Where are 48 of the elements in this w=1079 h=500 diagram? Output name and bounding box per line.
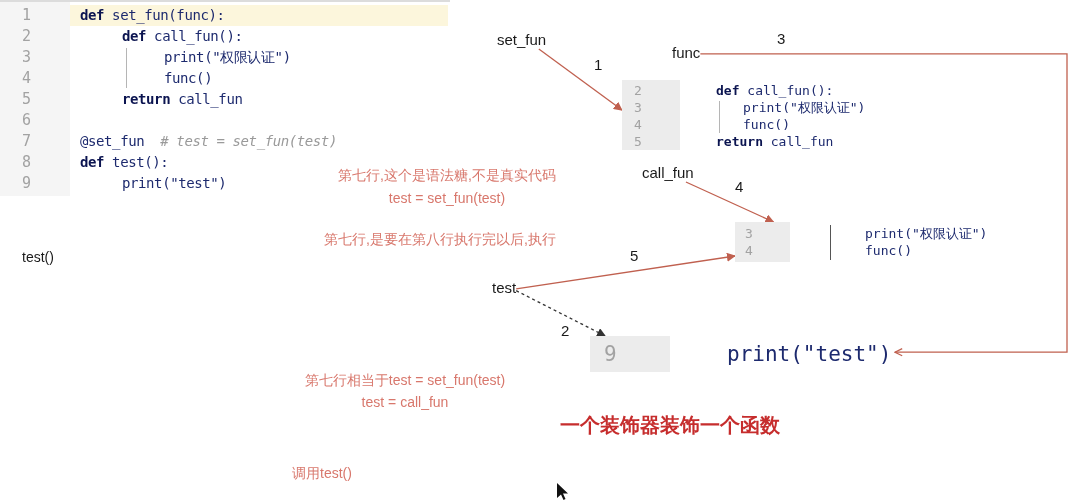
code-line: def call_fun(): — [122, 28, 243, 44]
line-number: 6 — [22, 111, 32, 129]
annotation-text: 第七行,是要在第八行执行完以后,执行 — [324, 230, 556, 249]
code-line: func() — [743, 117, 790, 132]
line-number: 3 — [745, 226, 753, 241]
dashed-arrow — [515, 290, 607, 337]
line-number: 4 — [634, 117, 642, 132]
line-number: 5 — [22, 90, 32, 108]
line-number: 8 — [22, 153, 32, 171]
line-number: 9 — [604, 342, 617, 366]
line-number: 3 — [22, 48, 32, 66]
code-line: def call_fun(): — [716, 83, 834, 98]
annotation-text: test = set_fun(test) — [388, 189, 506, 208]
code-line: func() — [865, 243, 912, 258]
code-line: return call_fun — [716, 134, 834, 149]
code-line: print("权限认证") — [164, 49, 291, 65]
annotation-text: 第七行,这个是语法糖,不是真实代码 — [338, 166, 556, 185]
identifier-label: set_fun — [497, 31, 547, 49]
identifier-label: test — [492, 279, 517, 297]
line-number: 5 — [634, 134, 642, 149]
code-line: def test(): — [80, 154, 169, 170]
line-number: 4 — [745, 243, 753, 258]
code-line: print("test") — [122, 175, 227, 191]
arrow — [538, 48, 623, 111]
identifier-label: call_fun — [642, 164, 694, 182]
line-number: 3 — [634, 100, 642, 115]
code-line: print("权限认证") — [743, 100, 866, 115]
identifier-label: func — [672, 44, 701, 62]
code-line: @set_fun # test = set_fun(test) — [80, 133, 337, 149]
code-line: print("test") — [727, 342, 892, 366]
annotation-text: 调用test() — [292, 464, 352, 483]
heading: 一个装饰器装饰一个函数 — [560, 415, 780, 435]
code-text: test() — [22, 248, 54, 267]
line-number: 1 — [22, 6, 32, 24]
code-line: print("权限认证") — [865, 226, 988, 241]
arrow — [699, 53, 1068, 357]
line-number: 2 — [634, 83, 642, 98]
line-number: 2 — [22, 27, 32, 45]
arrow — [685, 181, 775, 223]
line-number: 7 — [22, 132, 32, 150]
annotation-text: 第七行相当于test = set_fun(test) — [304, 371, 506, 390]
annotation-text: test = call_fun — [361, 393, 449, 412]
code-line: def set_fun(func): — [80, 7, 225, 23]
line-number: 4 — [22, 69, 32, 87]
code-line: return call_fun — [122, 91, 243, 107]
code-line: func() — [164, 70, 213, 86]
line-number: 9 — [22, 174, 32, 192]
arrow — [515, 252, 736, 290]
